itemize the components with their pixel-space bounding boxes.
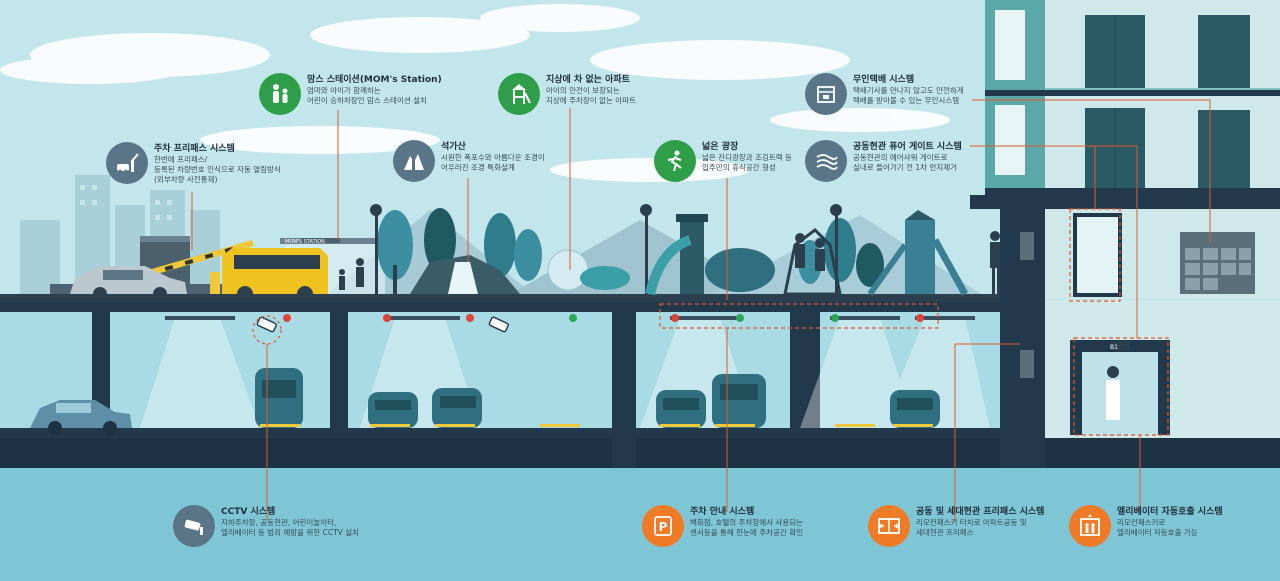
parking-gate-icon — [106, 142, 148, 184]
runner-icon — [654, 140, 696, 182]
callout-desc: 등록된 차량번호 인식으로 자동 열림방식 — [154, 165, 281, 174]
svg-text:P: P — [659, 520, 668, 534]
callout-desc: 지하주차장, 공동현관, 어린이놀이터, — [221, 518, 337, 527]
callout-desc: 택배를 받아볼 수 있는 무인시스템 — [853, 96, 960, 105]
callout-desc: 한번에 프리패스/ — [154, 155, 208, 164]
callout-title: 석가산 — [441, 142, 466, 152]
cctv-camera-icon — [173, 505, 215, 547]
callout-cctv: CCTV 시스템 지하주차장, 공동현관, 어린이놀이터, 엘리베이터 등 범죄… — [173, 505, 359, 547]
callout-moms-station: 맘스 스테이션(MOM's Station) 엄마와 아이가 함께하는 어린이 … — [259, 73, 442, 115]
air-shower-icon — [805, 140, 847, 182]
parcel-box-icon — [805, 73, 847, 115]
callout-desc: 택배기사를 만나지 않고도 안전하게 — [853, 86, 964, 95]
callout-desc: 지상에 주차장이 없는 아파트 — [546, 96, 636, 105]
callout-parking-free-pass: 주차 프리패스 시스템 한번에 프리패스/ 등록된 차량번호 인식으로 자동 열… — [106, 142, 281, 185]
callout-desc: 리모컨패스키 터치로 아파트공동 및 — [916, 518, 1027, 527]
callout-wide-plaza: 넓은 광장 넓은 잔디광장과 조깅트랙 등 입주민의 휴식공간 형성 — [654, 140, 792, 182]
callout-title: 맘스 스테이션(MOM's Station) — [307, 75, 442, 85]
callout-desc: 실내로 들어가기 전 1차 먼지제거 — [853, 163, 958, 172]
family-icon — [259, 73, 301, 115]
callout-elevator-auto-call: 엘리베이터 자동호출 시스템 리모컨패스키로 엘리베이터 자동호출 가능 — [1069, 505, 1223, 547]
callout-desc: 센서등을 통해 한눈에 주차공간 확인 — [690, 528, 804, 537]
playground — [547, 210, 969, 296]
playground-icon — [498, 73, 540, 115]
apartment-building — [970, 0, 1280, 438]
callout-desc: 엘리베이터 자동호출 가능 — [1117, 528, 1198, 537]
callout-title: 엘리베이터 자동호출 시스템 — [1117, 507, 1223, 517]
parking-sign-icon: P — [642, 505, 684, 547]
elevator-display: B1 — [1110, 344, 1118, 351]
callout-desc: 넓은 잔디광장과 조깅트랙 등 — [702, 153, 792, 162]
station-sign: MOM'S STATION — [285, 239, 325, 245]
parking-sensor-lights — [283, 314, 924, 322]
callout-desc: 공동현관의 에어샤워 게이트로 — [853, 153, 948, 162]
callout-parcel-system: 무인택배 시스템 택배기사를 만나지 않고도 안전하게 택배를 받아볼 수 있는… — [805, 73, 964, 115]
callout-desc: 입주민의 휴식공간 형성 — [702, 163, 776, 172]
callout-desc: 리모컨패스키로 — [1117, 518, 1166, 527]
callout-title: 공동 및 세대현관 프리패스 시스템 — [916, 507, 1045, 517]
callout-desc: 아이의 안전이 보장되는 — [546, 86, 620, 95]
elevator-icon — [1069, 505, 1111, 547]
callout-title: 주차 안내 시스템 — [690, 507, 755, 517]
callout-desc: (외부차량 사전통제) — [154, 175, 218, 184]
callout-title: CCTV 시스템 — [221, 507, 276, 517]
callout-title: 주차 프리패스 시스템 — [154, 144, 235, 154]
callout-desc: 어우러진 조경 특화설계 — [441, 163, 515, 172]
callout-parking-guide: P 주차 안내 시스템 백화점, 호텔의 주차장에서 사용되는 센서등을 통해 … — [642, 505, 803, 547]
callout-title: 넓은 광장 — [702, 142, 739, 152]
callout-desc: 어린이 승하차장인 맘스 스테이션 설치 — [307, 96, 427, 105]
callout-desc: 엄마와 아이가 함께하는 — [307, 86, 381, 95]
leader-lines — [191, 99, 1211, 522]
callout-title: 공동현관 퓨어 게이트 시스템 — [853, 142, 962, 152]
callout-desc: 백화점, 호텔의 주차장에서 사용되는 — [690, 518, 804, 527]
callout-car-free-apartment: 지상에 차 없는 아파트 아이의 안전이 보장되는 지상에 주차장이 없는 아파… — [498, 73, 636, 115]
callout-title: 지상에 차 없는 아파트 — [546, 75, 630, 85]
callout-desc: 엘리베이터 등 범죄 예방을 위한 CCTV 설치 — [221, 528, 359, 537]
callout-desc: 시원한 폭포수와 아름다운 조경이 — [441, 153, 545, 162]
clouds — [0, 4, 950, 182]
door-open-icon — [868, 505, 910, 547]
callout-pure-gate: 공동현관 퓨어 게이트 시스템 공동현관의 에어샤워 게이트로 실내로 들어가기… — [805, 140, 962, 182]
callout-entrance-free-pass: 공동 및 세대현관 프리패스 시스템 리모컨패스키 터치로 아파트공동 및 세대… — [868, 505, 1044, 547]
callout-title: 무인택배 시스템 — [853, 75, 915, 85]
callout-rock-garden: 석가산 시원한 폭포수와 아름다운 조경이 어우러진 조경 특화설계 — [393, 140, 545, 182]
callout-desc: 세대현관 프리패스 — [916, 528, 974, 537]
underground-cars — [30, 368, 940, 435]
waterfall-icon — [393, 140, 435, 182]
